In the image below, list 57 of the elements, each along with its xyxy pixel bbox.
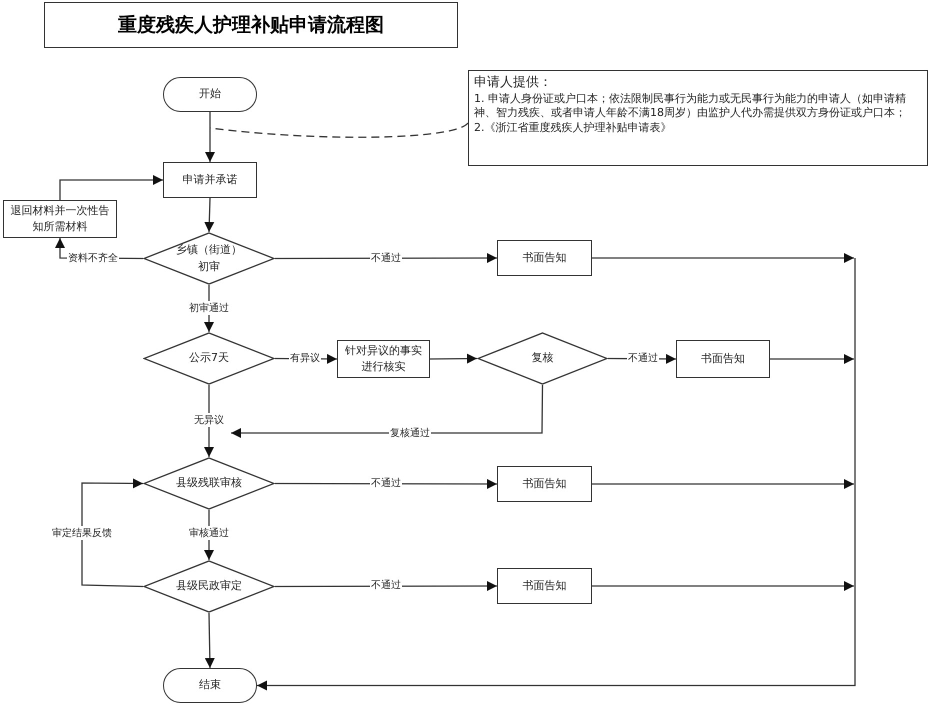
node-label: 书面告知 — [522, 578, 566, 594]
process-box — [3, 200, 117, 238]
edge-label: 审定结果反馈 — [51, 526, 113, 540]
node-label: 复核 — [532, 350, 554, 366]
note-box — [468, 70, 928, 166]
decision-diamond — [143, 457, 275, 510]
note-heading: 申请人提供： — [474, 74, 552, 92]
arrow — [770, 354, 854, 364]
process-box — [497, 568, 592, 604]
edge-label: 不通过 — [370, 578, 402, 592]
note-text: 1. 申请人身份证或户口本；依法限制民事行为能力或无民事行为能力的申请人（如申请精神、智力残疾、或者申请人年龄不满18周岁）由监护人代办需提供双方身份证或户口本； — [474, 92, 907, 122]
edge-label: 资料不齐全 — [67, 251, 119, 265]
arrow — [204, 612, 215, 668]
edge-label: 不通过 — [627, 351, 659, 365]
edge-label: 不通过 — [370, 476, 402, 490]
edge-label: 审核通过 — [188, 526, 230, 540]
edge-label: 复核通过 — [389, 426, 431, 440]
node-label: 开始 — [199, 86, 221, 102]
process-box — [676, 340, 770, 378]
arrow — [592, 581, 854, 591]
node-label: 乡镇（街道）初审 — [175, 242, 243, 274]
node-label: 书面告知 — [522, 250, 566, 266]
edge-label: 有异议 — [289, 351, 321, 365]
node-label: 书面告知 — [701, 350, 745, 367]
arrow — [231, 385, 544, 438]
arrow — [592, 253, 854, 263]
process-box — [497, 240, 592, 276]
node-label: 申请并承诺 — [182, 172, 238, 188]
decision-diamond — [143, 232, 275, 285]
arrow — [204, 198, 214, 232]
leader-line — [210, 122, 468, 138]
node-label: 针对异议的事实进行核实 — [344, 342, 423, 375]
node-label: 退回材料并一次性告知所需材料 — [10, 202, 110, 235]
arrow — [205, 112, 215, 162]
process-box — [163, 162, 257, 198]
decision-diamond — [143, 332, 275, 385]
arrow — [81, 478, 144, 588]
arrow — [592, 479, 854, 489]
process-box — [497, 466, 592, 502]
node-label: 县级残联审核 — [176, 475, 242, 492]
process-box — [337, 340, 430, 378]
node-label: 结束 — [199, 677, 221, 694]
decision-diamond — [477, 332, 608, 385]
arrow — [59, 175, 163, 200]
note-text: 2.《浙江省重度残疾人护理补贴申请表》 — [474, 121, 672, 136]
diagram-title: 重度残疾人护理补贴申请流程图 — [44, 2, 458, 48]
decision-diamond — [143, 560, 275, 613]
node-label: 县级民政审定 — [176, 578, 242, 594]
arrow — [257, 258, 856, 690]
terminal-shape — [163, 668, 257, 703]
terminal-shape — [163, 77, 257, 112]
edge-label: 初审通过 — [188, 301, 230, 315]
edge-label: 不通过 — [370, 251, 402, 265]
arrow — [430, 354, 477, 364]
edge-label: 无异议 — [193, 413, 225, 427]
node-label: 公示7天 — [189, 350, 229, 366]
node-label: 书面告知 — [522, 476, 566, 492]
